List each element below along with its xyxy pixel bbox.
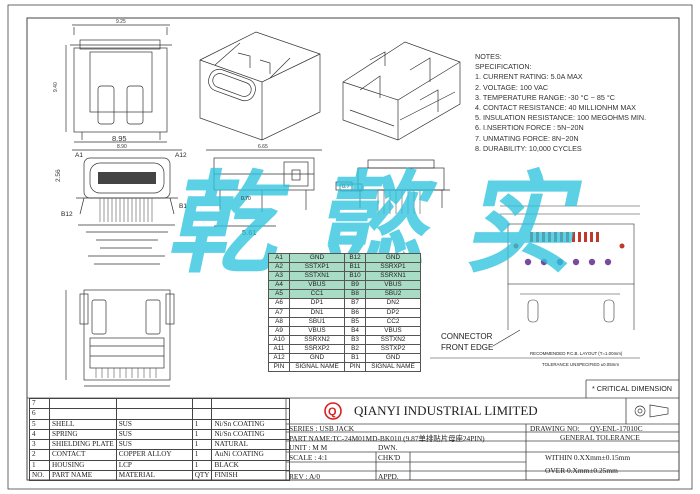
- rear-pins: [377, 190, 421, 214]
- isometric-view-front: [199, 31, 321, 141]
- critical-dimension-note: * CRITICAL DIMENSION: [592, 384, 673, 393]
- side-view: [206, 149, 322, 227]
- note-line-2: 2. VOLTAGE: 100 VAC: [475, 82, 549, 92]
- projection-symbol: [634, 404, 669, 418]
- bom-row: 6: [29, 408, 291, 420]
- note-line-5: 5. INSULATION RESISTANCE: 100 MEGOHMS MI…: [475, 113, 647, 123]
- front-left-dim: 2.56: [55, 169, 62, 182]
- front-width-dim: 8.90: [117, 144, 127, 150]
- isometric-view-rear: [342, 41, 461, 141]
- top-width-dim: 9.25: [116, 19, 126, 25]
- bottom-pins: [95, 368, 157, 378]
- note-line-3: 3. TEMPERATURE RANGE: -30 °C ~ 85 °C: [475, 92, 615, 102]
- scale-label: SCALE : 4:1: [289, 453, 328, 462]
- tolerance-within: WITHIN 0.XXmm±0.15mm: [545, 453, 631, 462]
- label-a1: A1: [75, 152, 83, 159]
- note-line-8: 8. DURABILITY: 10,000 CYCLES: [475, 143, 582, 153]
- front-pins: [99, 198, 153, 222]
- label-b12: B12: [61, 211, 73, 218]
- pcb-pads: [513, 232, 625, 266]
- unit-label: UNIT : M M: [289, 443, 328, 452]
- notes-block: NOTES: SPECIFICATION: 1. CURRENT RATING:…: [475, 52, 646, 154]
- rev-label: REV : A/0: [289, 472, 321, 481]
- note-line-7: 7. UNMATING FORCE: 8N~20N: [475, 133, 579, 143]
- front-view: [72, 149, 182, 265]
- label-b1: B1: [179, 203, 187, 210]
- side-bottom-dim: 5.61: [242, 228, 257, 237]
- part-name-label: PART NAME:TC-24M01MD-BK010 (9.87单排贴片母座24…: [289, 434, 485, 443]
- connector-front-label-1: CONNECTOR: [441, 332, 493, 341]
- pcb-layout: [430, 205, 640, 359]
- bottom-view: [65, 289, 175, 387]
- inner-border: [26, 17, 680, 481]
- note-line-1: 1. CURRENT RATING: 5.0A MAX: [475, 72, 583, 82]
- bom-row: 7: [29, 397, 291, 410]
- dwn-label: DWN.: [378, 443, 398, 452]
- top-height-dim: 9.40: [53, 82, 59, 92]
- top-view: [65, 24, 172, 143]
- notes-title: NOTES:: [475, 52, 502, 61]
- dims-tag: [339, 183, 363, 192]
- note-line-4: 4. CONTACT RESISTANCE: 40 MILLIONHM MAX: [475, 103, 636, 113]
- rear-view: [335, 159, 450, 208]
- notes-spec: SPECIFICATION:: [475, 62, 532, 72]
- company-name: QIANYI INDUSTRIAL LIMITED: [354, 403, 538, 418]
- chkd-label: CHK'D: [378, 453, 401, 462]
- side-width-dim: 6.65: [258, 144, 268, 150]
- company-logo-letter: Q: [328, 406, 337, 418]
- top-bottom-dim: 8.95: [112, 134, 127, 143]
- side-small-dim: 0.70: [241, 196, 251, 202]
- pcb-tolerance-label: TOLERANCE UNSPECIFIED ±0.05mm: [542, 362, 619, 367]
- appd-label: APPD.: [378, 472, 399, 481]
- connector-front-leader: [492, 329, 521, 347]
- label-a12: A12: [175, 152, 187, 159]
- title-block-lines: [27, 379, 679, 480]
- note-line-6: 6. I.NSERTION FORCE : 5N~20N: [475, 123, 584, 133]
- company-logo: [324, 402, 342, 420]
- outer-border: [7, 4, 693, 490]
- ref-box-dim: 0.7: [342, 184, 350, 190]
- general-tolerance-label: GENERAL TOLERANCE: [560, 433, 640, 442]
- drawing-no-label: DRAWING NO:: [530, 424, 580, 433]
- connector-front-label-2: FRONT EDGE: [441, 343, 493, 352]
- series-label: SERIES : USB JACK: [289, 424, 355, 433]
- tolerance-over: OVER 0.Xmm±0.25mm: [545, 466, 618, 475]
- drawing-no-value: QY-ENL-17010C: [590, 424, 643, 433]
- pcb-layout-label: RECOMMENDED P.C.B. LAYOUT (T=1.00mm): [530, 351, 623, 356]
